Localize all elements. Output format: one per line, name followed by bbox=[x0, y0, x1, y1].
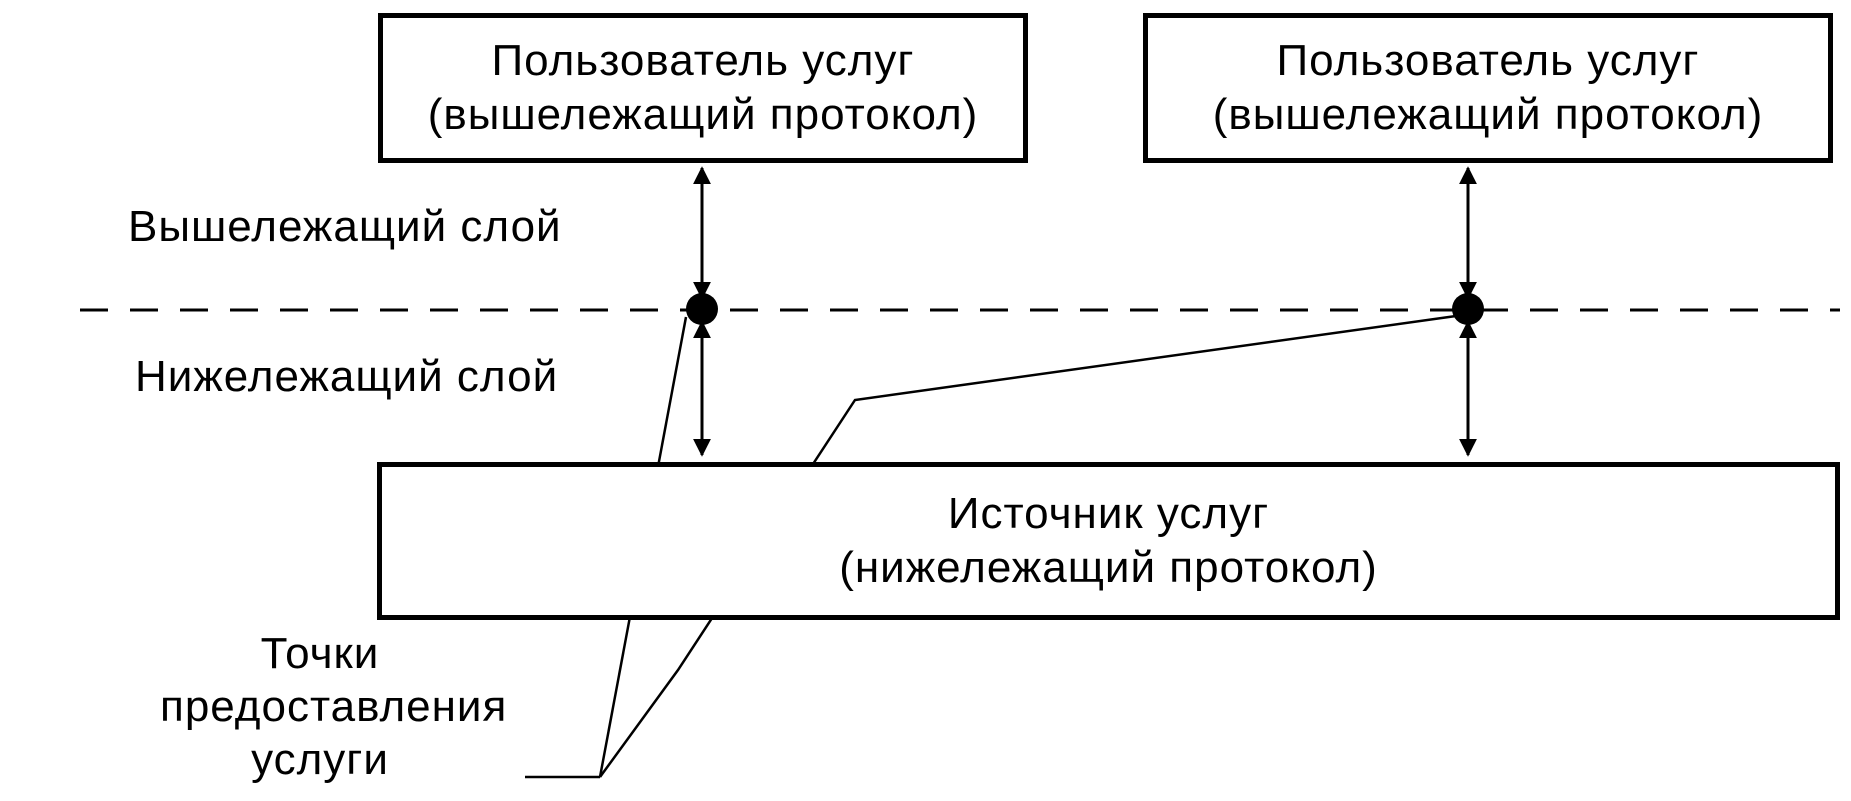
service-provider-title: Источник услуг bbox=[947, 489, 1270, 539]
lower-layer-label: Нижележащий слой bbox=[135, 352, 559, 401]
service-user-box-right: Пользователь услуг (вышележащий протокол… bbox=[1143, 13, 1833, 163]
sap-label-line3: услуги bbox=[251, 734, 389, 784]
service-provider-box: Источник услуг (нижележащий протокол) bbox=[377, 462, 1840, 620]
upper-layer-label: Вышележащий слой bbox=[128, 202, 562, 251]
service-access-points-label: Точки предоставления услуги bbox=[160, 628, 508, 786]
sap-label-line1: Точки bbox=[260, 629, 380, 678]
service-user-left-title: Пользователь услуг bbox=[491, 36, 915, 86]
sap-point-left bbox=[686, 293, 718, 325]
service-user-left-subtitle: (вышележащий протокол) bbox=[427, 90, 979, 139]
service-user-right-title: Пользователь услуг bbox=[1276, 36, 1700, 86]
service-provider-subtitle: (нижележащий протокол) bbox=[839, 543, 1378, 592]
sap-label-line2: предоставления bbox=[160, 681, 508, 731]
sap-point-right bbox=[1452, 293, 1484, 325]
service-user-right-subtitle: (вышележащий протокол) bbox=[1212, 90, 1764, 139]
service-user-box-left: Пользователь услуг (вышележащий протокол… bbox=[378, 13, 1028, 163]
